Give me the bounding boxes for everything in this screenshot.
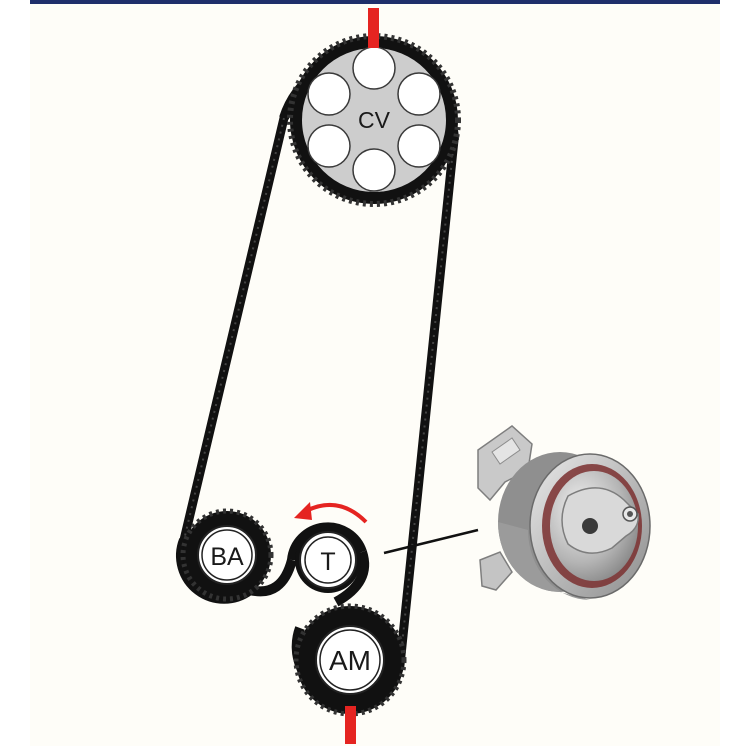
crankshaft-pulley: AM	[293, 603, 407, 717]
tensioner-pulley-photo	[477, 425, 651, 600]
camshaft-holes	[307, 46, 441, 192]
camshaft-pulley: CV	[287, 33, 461, 207]
curved-arrow-icon	[294, 502, 368, 524]
tensioner-pulley: T	[295, 527, 361, 593]
bottom-timing-marker	[345, 706, 356, 744]
balance-shaft-pulley: BA	[180, 508, 274, 602]
tensioner-label: T	[320, 548, 335, 576]
top-timing-marker	[368, 8, 379, 48]
crankshaft-label: AM	[329, 645, 371, 676]
leader-line	[383, 528, 479, 555]
camshaft-label: CV	[358, 107, 391, 133]
balance-shaft-label: BA	[210, 543, 244, 571]
top-rule	[30, 0, 720, 4]
